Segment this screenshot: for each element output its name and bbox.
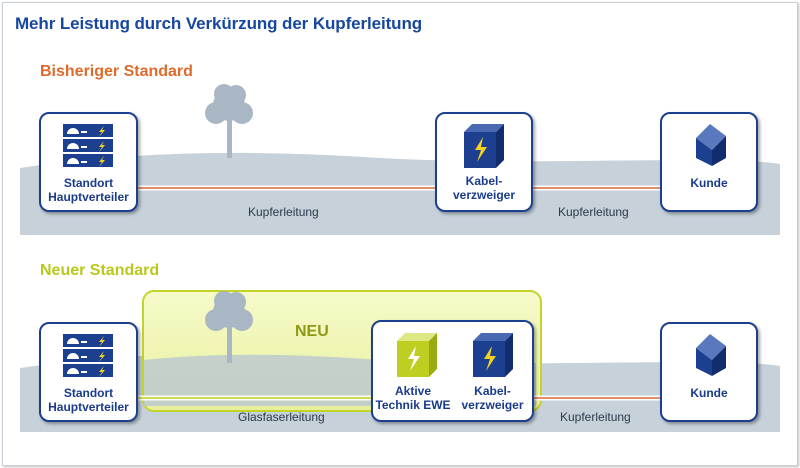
node-kabelverzweiger-old: Kabel- verzweiger <box>435 112 533 212</box>
node-aktive-technik-kvz: Aktive Technik EWE Kabel- verzweiger <box>371 320 534 422</box>
neu-badge: NEU <box>295 323 329 340</box>
node-hauptverteiler-new: Standort Hauptverteiler <box>39 322 138 422</box>
tree-icon <box>205 84 253 158</box>
node-label-line1: Standort <box>63 176 114 190</box>
link-label-new-1: Glasfaserleitung <box>238 410 325 424</box>
old-standard-heading: Bisheriger Standard <box>40 63 193 80</box>
lightning-cabinet-icon <box>464 124 504 168</box>
node-kunde-old: Kunde <box>660 112 758 212</box>
node-label: Kunde <box>690 386 728 400</box>
node-label-line1: Aktive <box>394 384 432 398</box>
server-rack-icon <box>63 124 113 167</box>
page-title: Mehr Leistung durch Verkürzung der Kupfe… <box>15 14 423 33</box>
node-label-line2: verzweiger <box>461 398 524 412</box>
node-label: Kunde <box>690 176 728 190</box>
node-label-line1: Standort <box>63 386 114 400</box>
ground-top <box>20 152 780 235</box>
house-icon <box>696 124 726 166</box>
new-standard-heading: Neuer Standard <box>40 262 160 279</box>
link-label-old-1: Kupferleitung <box>248 205 319 219</box>
lightning-cabinet-icon <box>473 333 513 377</box>
lightning-cabinet-icon <box>397 333 437 377</box>
node-label-line1: Kabel- <box>474 384 511 398</box>
node-label-line2: Hauptverteiler <box>48 400 129 414</box>
node-label-line2: Technik EWE <box>375 398 451 412</box>
node-label-line2: Hauptverteiler <box>48 190 129 204</box>
node-label-line2: verzweiger <box>452 188 516 202</box>
link-label-old-2: Kupferleitung <box>558 205 629 219</box>
node-kunde-new: Kunde <box>660 322 758 422</box>
node-label-line1: Kabel- <box>465 174 503 188</box>
server-rack-icon <box>63 334 113 377</box>
node-hauptverteiler-old: Standort Hauptverteiler <box>39 112 138 212</box>
house-icon <box>696 334 726 376</box>
link-label-new-2: Kupferleitung <box>560 410 631 424</box>
